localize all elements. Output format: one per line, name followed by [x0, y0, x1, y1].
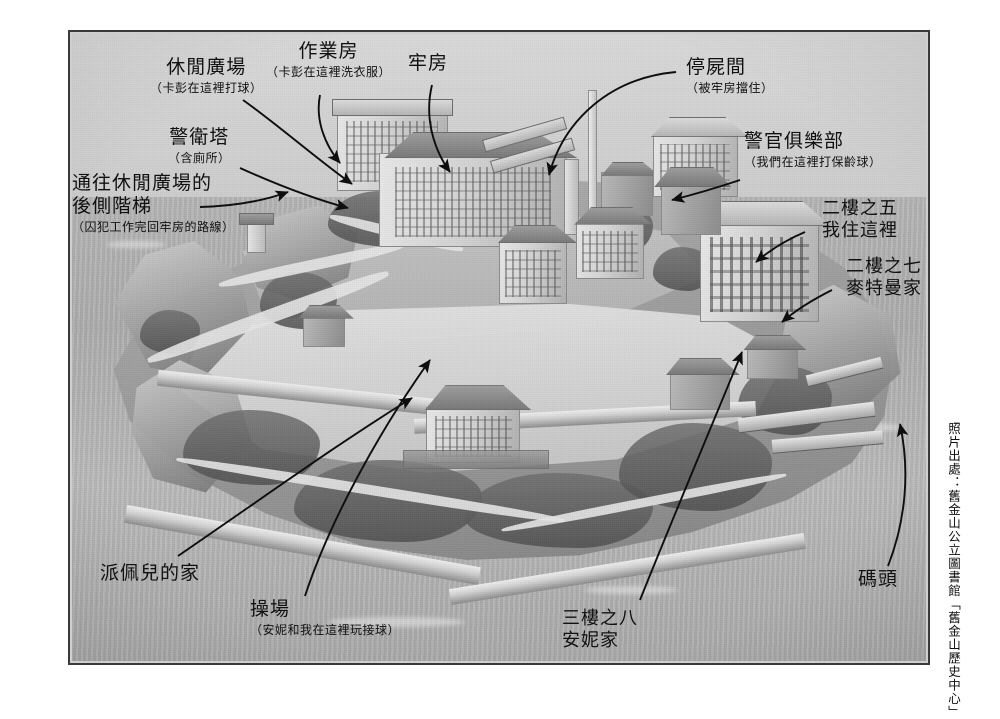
water-wake: [328, 617, 465, 628]
apartment-building-2-5: [661, 184, 722, 235]
annotation-title: 牢房: [408, 52, 449, 74]
annotation-apartment-2-5: 二樓之五 我住這裡: [822, 198, 898, 242]
annotation-note: （我們在這裡打保齡球）: [744, 155, 882, 170]
annotation-title: 派佩兒的家: [100, 562, 201, 584]
annotation-title: 二樓之五: [822, 198, 898, 219]
annotation-workshop: 作業房 （卡彭在這裡洗衣服）: [266, 40, 391, 80]
annotation-guard-tower: 警衛塔 （含廁所）: [168, 126, 231, 166]
annotation-title: 警官俱樂部: [744, 130, 845, 152]
annotation-note: （囚犯工作完回牢房的路線）: [72, 220, 235, 235]
annotation-pipers-home: 派佩兒的家: [100, 562, 200, 585]
annotation-title: 二樓之七: [846, 256, 922, 277]
dock-building: [746, 347, 798, 379]
annotation-parade-ground: 操場 （安妮和我在這裡玩接球）: [250, 598, 400, 638]
annotation-note: （卡彭在這裡洗衣服）: [266, 65, 392, 80]
annotation-back-stairs: 通往休閒廣場的 後側階梯 （囚犯工作完回牢房的路線）: [72, 172, 235, 235]
annotation-note: （被牢房擋住）: [686, 81, 774, 96]
annotation-title: 停屍間: [686, 56, 747, 78]
shoreline-building: [302, 316, 346, 348]
building-windows: [582, 230, 638, 273]
annotation-title-line2: 安妮家: [562, 629, 619, 651]
dock-building: [669, 372, 730, 411]
annotation-title: 碼頭: [858, 568, 899, 590]
annotation-title: 通往休閒廣場的: [72, 172, 213, 194]
building-windows: [434, 415, 512, 458]
residence-building: [575, 222, 645, 279]
annotation-title: 操場: [250, 598, 291, 620]
annotation-apartment-3-8: 三樓之八 安妮家: [562, 608, 638, 652]
guard-tower-roof: [239, 213, 274, 225]
annotation-recreation-yard: 休閒廣場 （卡彭在這裡打球）: [150, 56, 263, 96]
chapel-building: [499, 240, 568, 304]
annotation-title-line2: 我住這裡: [822, 219, 898, 241]
apartment-building-2-7: [699, 222, 820, 323]
annotation-title: 作業房: [298, 40, 359, 62]
annotation-title-line2: 後側階梯: [72, 195, 153, 218]
annotation-note: （卡彭在這裡打球）: [150, 81, 263, 96]
annotation-officers-club: 警官俱樂部 （我們在這裡打保齡球）: [744, 130, 882, 170]
building-windows: [710, 236, 809, 312]
annotation-title: 三樓之八: [562, 608, 638, 629]
photo-credit: 照片出處：舊金山公立圖書館「舊金山歷史中心」: [946, 422, 961, 719]
porch-roof: [403, 450, 549, 470]
annotation-title: 休閒廣場: [166, 56, 247, 78]
workshop-roof: [331, 99, 453, 116]
building-windows: [505, 250, 562, 297]
annotation-title: 警衛塔: [169, 126, 230, 148]
annotation-title-line2: 麥特曼家: [846, 277, 922, 299]
water-wake: [584, 585, 679, 594]
guard-tower: [247, 222, 266, 254]
water-wake: [106, 240, 166, 249]
annotation-dock: 碼頭: [858, 568, 898, 591]
annotation-note: （含廁所）: [168, 151, 231, 166]
annotation-cellhouse: 牢房: [408, 52, 448, 75]
annotation-morgue: 停屍間 （被牢房擋住）: [686, 56, 774, 96]
annotation-apartment-2-7: 二樓之七 麥特曼家: [846, 256, 922, 300]
annotation-note: （安妮和我在這裡玩接球）: [250, 623, 401, 638]
